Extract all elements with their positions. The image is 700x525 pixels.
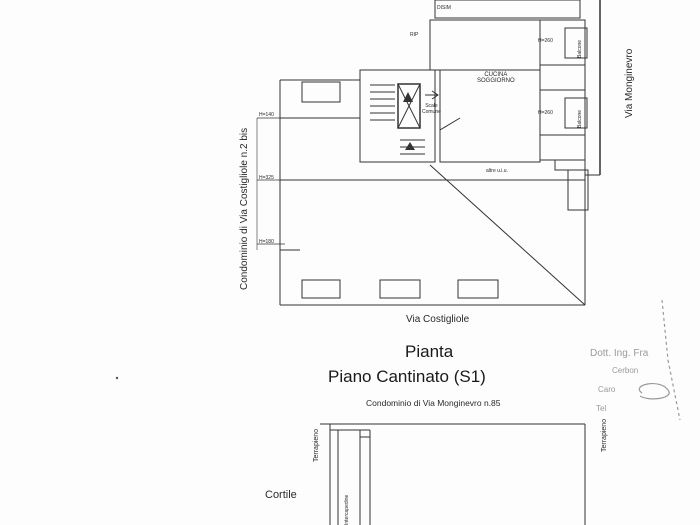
stair-block [359,69,436,163]
engineer-stamp-line4: Tel [596,404,607,413]
diagonal [429,164,586,306]
room-label-other: altre u.i.u. [486,168,508,174]
room-label-rip: RIP [410,32,419,38]
balcony-label-mid: Balcone [577,109,583,128]
height-mark-180: H=180 [259,239,274,245]
room-label-disim: DISIM [437,5,451,11]
engineer-stamp-line1: Dott. Ing. Fra [590,348,649,359]
room-label-stairs: Scale Comune [422,103,441,115]
neighbor-label-monginevro: Condominio di Via Monginevro n.85 [366,398,501,408]
engineer-stamp-line2: Cerbon [612,366,639,375]
room-label-kitchen: CUCINA SOGGIORNO [477,72,515,84]
street-label-costigliole: Via Costigliole [406,314,470,325]
terrapieno-right-label: Terrapieno [601,418,608,452]
height-mark-260-a: H=260 [538,38,553,44]
height-mark-260-b: H=260 [538,110,553,116]
height-mark-140: H=140 [259,112,274,118]
engineer-stamp-line3: Caro [598,385,616,394]
lift-shaft [397,83,421,129]
height-mark-325: H=325 [259,175,274,181]
plan-subtitle: Piano Cantinato (S1) [328,367,486,386]
terrapieno-left-label: Terrapieno [313,428,320,462]
balcony-label-top: Balcone [577,39,583,58]
street-label-monginevro: Via Monginevro [624,48,635,118]
neighbor-label-costigliole: Condominio di Via Costigliole n.2 bis [239,127,250,290]
courtyard-label: Cortile [265,489,297,501]
plan-title: Pianta [405,342,454,361]
cavity-label: Intercapedine [344,494,350,525]
